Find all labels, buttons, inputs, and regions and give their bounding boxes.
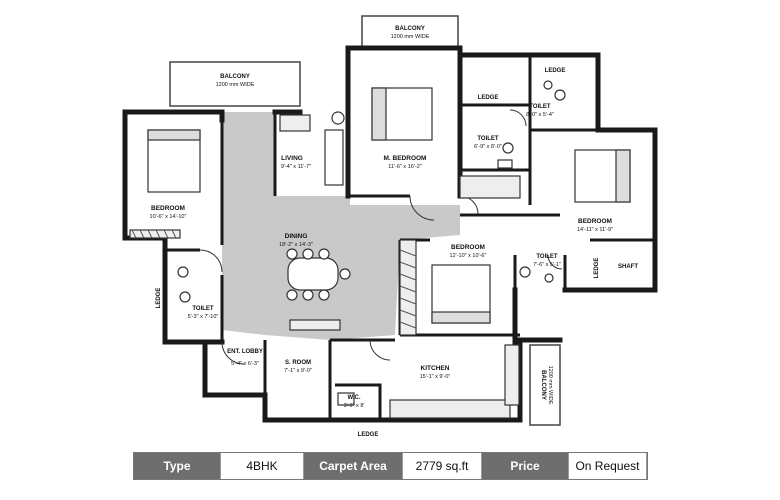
toilet-top-name: TOILET [529, 104, 551, 110]
toilet-master-size: 6'-9" x 8'-0" [474, 144, 502, 150]
bedroom-left-name: BEDROOM [151, 205, 185, 212]
master-bedroom-name: M. BEDROOM [384, 155, 427, 162]
ledge-label-3: LEDGE [156, 288, 162, 309]
balcony-left-outline [169, 61, 301, 107]
ledge-label-2: LEDGE [478, 95, 499, 101]
balcony-right-name: BALCONY [540, 370, 546, 400]
floor-plan: BALCONY 1200 mm WIDE BALCONY 1200 mm WID… [122, 15, 658, 438]
balcony-right-size: 1200 mm WIDE [547, 366, 553, 405]
s-room-size: 7'-1" x 9'-0" [284, 368, 312, 374]
living-name: LIVING [281, 155, 303, 162]
ledge-label-1: LEDGE [545, 68, 566, 74]
spec-table: Type 4BHK Carpet Area 2779 sq.ft Price O… [133, 452, 648, 480]
toilet-right-name: TOILET [536, 254, 558, 260]
bedroom-mid-name: BEDROOM [451, 244, 485, 251]
furniture [129, 80, 631, 419]
ent-lobby-size: 5'-4" x 6'-3" [231, 361, 259, 367]
balcony-left-name: BALCONY [220, 74, 250, 80]
kitchen-size: 15'-1" x 9'-0" [420, 374, 451, 380]
balcony-left-size: 1200 mm WIDE [216, 82, 255, 88]
bedroom-mid-size: 12'-10" x 10'-6" [450, 253, 487, 259]
kitchen-name: KITCHEN [421, 365, 450, 372]
ent-lobby-name: ENT. LOBBY [227, 349, 263, 355]
toilet-left-name: TOILET [192, 306, 214, 312]
wardrobe-hatching [131, 229, 417, 329]
living-size: 9'-4" x 11'-7" [281, 164, 311, 170]
wc-name: W.C. [348, 395, 361, 401]
door-swings [199, 109, 563, 365]
balcony-right-outline [529, 344, 561, 426]
outer-walls [122, 45, 658, 423]
bedroom-left-size: 10'-6" x 14'-10" [150, 214, 187, 220]
s-room-name: S. ROOM [285, 360, 311, 366]
toilet-left-size: 5'-3" x 7'-10" [188, 314, 219, 320]
carpet-area-value: 2779 sq.ft [402, 453, 482, 479]
master-bedroom-size: 11'-6" x 16'-2" [388, 164, 421, 170]
dining-name: DINING [285, 233, 308, 240]
toilet-master-name: TOILET [477, 136, 499, 142]
dining-area-shade [222, 112, 460, 340]
toilet-right-size: 7'-6" x 5'-1" [533, 262, 561, 268]
balcony-top-name: BALCONY [395, 26, 425, 32]
type-value: 4BHK [220, 453, 304, 479]
toilet-top-size: 8'-0" x 5'-4" [526, 112, 554, 118]
bedroom-right-name: BEDROOM [578, 218, 612, 225]
balcony-top-outline [361, 15, 459, 49]
dining-size: 18'-2" x 14'-3" [279, 242, 313, 248]
balcony-top-size: 1200 mm WIDE [391, 34, 430, 40]
price-label: Price [482, 453, 568, 479]
wc-size: 3'-9" x 8' [344, 403, 365, 409]
inner-walls [165, 55, 655, 420]
shaft-label: SHAFT [618, 264, 638, 270]
room-labels: BALCONY 1200 mm WIDE BALCONY 1200 mm WID… [150, 26, 639, 438]
ledge-label-5: LEDGE [358, 432, 379, 438]
bedroom-right-size: 14'-11" x 11'-9" [577, 227, 613, 233]
carpet-area-label: Carpet Area [304, 453, 402, 479]
price-value: On Request [568, 453, 647, 479]
type-label: Type [134, 453, 220, 479]
ledge-label-4: LEDGE [594, 258, 600, 279]
